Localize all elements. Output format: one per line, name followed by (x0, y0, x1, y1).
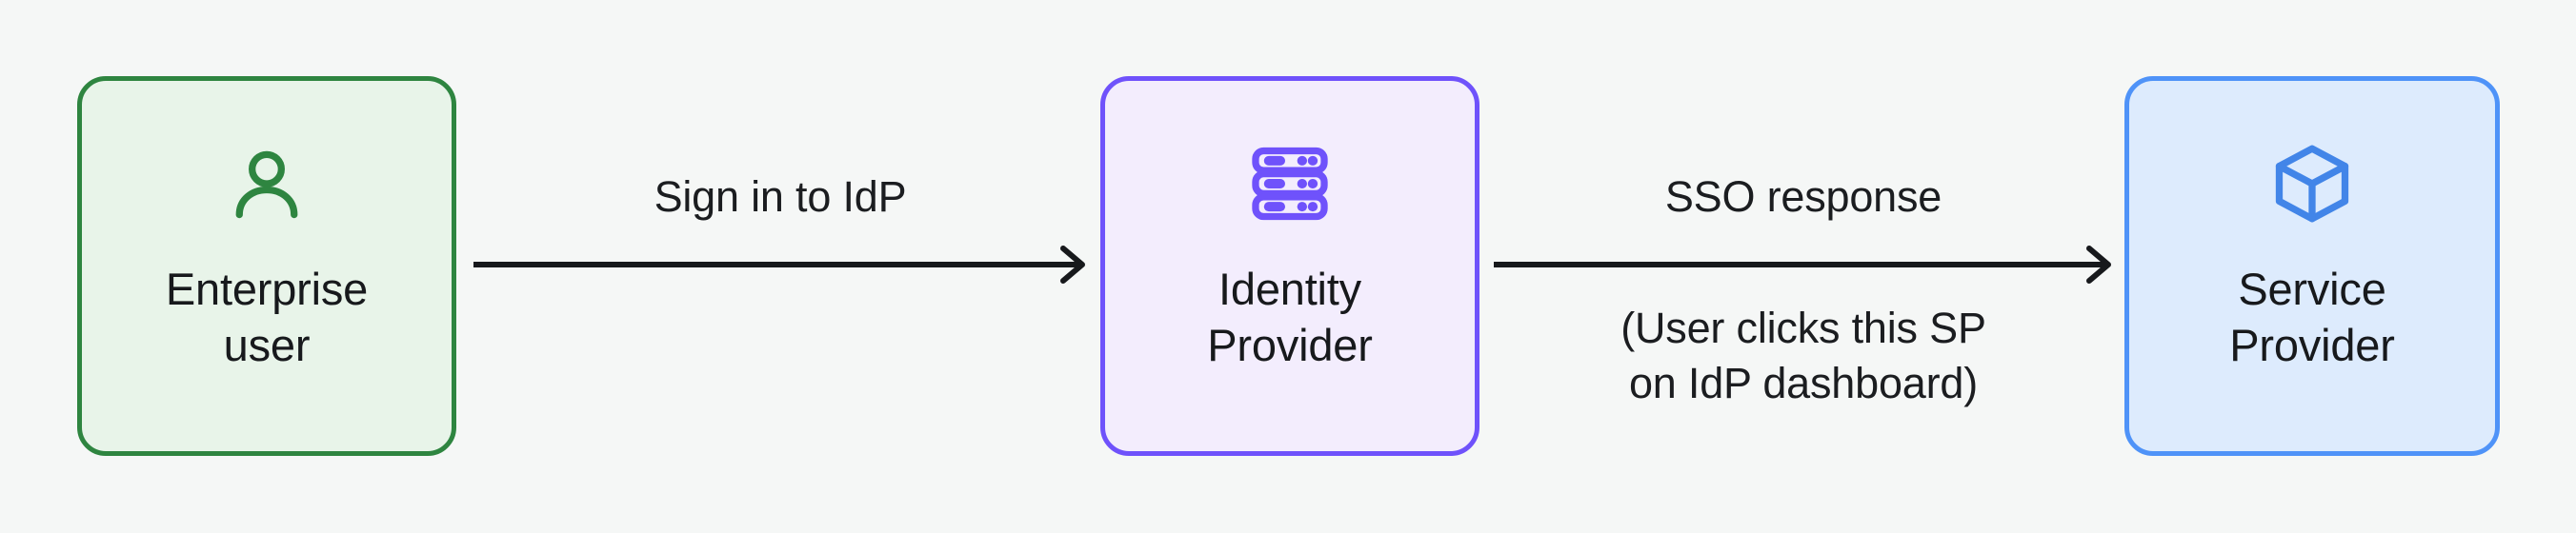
person-icon (223, 140, 311, 227)
cube-icon (2268, 140, 2356, 227)
server-stack-icon (1246, 140, 1334, 227)
edge-label-user-clicks-sp-note: (User clicks this SP on IdP dashboard) (1620, 304, 1986, 407)
node-identity-provider[interactable]: Identity Provider (1100, 76, 1479, 456)
arrow-user-to-idp (473, 246, 1085, 284)
node-label-enterprise-user: Enterprise user (165, 264, 369, 370)
arrow-idp-to-sp (1494, 246, 2111, 284)
node-enterprise-user[interactable]: Enterprise user (77, 76, 456, 456)
edge-label-sign-in-to-idp: Sign in to IdP (654, 172, 907, 221)
node-service-provider[interactable]: Service Provider (2124, 76, 2500, 456)
edge-label-sso-response: SSO response (1664, 172, 1942, 221)
node-label-service-provider: Service Provider (2229, 264, 2395, 370)
node-label-identity-provider: Identity Provider (1207, 264, 1373, 370)
